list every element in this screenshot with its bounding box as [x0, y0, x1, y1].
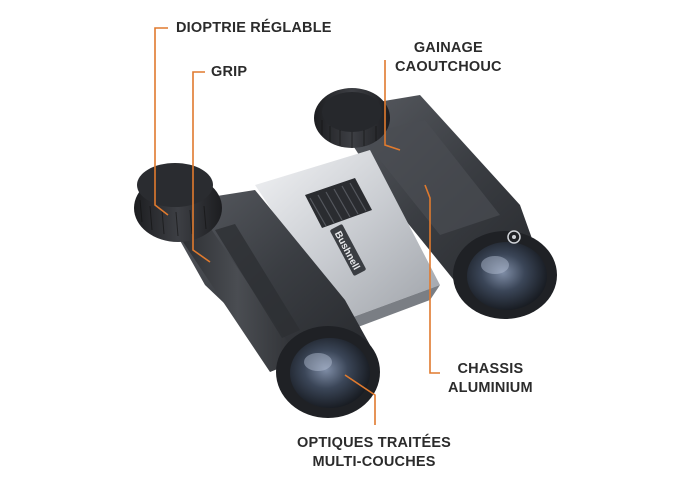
callout-leaders — [154, 27, 440, 425]
right-barrel — [314, 88, 557, 319]
callout-rubber-coating: GAINAGE CAOUTCHOUC — [395, 39, 502, 77]
leader-optics — [344, 374, 376, 425]
left-objective-lens — [290, 338, 370, 408]
leader-rubber — [384, 60, 401, 151]
callout-rubber-line1: GAINAGE — [413, 40, 483, 56]
right-objective-lens — [467, 242, 547, 310]
callout-optics-line1: OPTIQUES TRAITÉES — [297, 435, 452, 451]
callout-rubber-line2: CAOUTCHOUC — [395, 59, 502, 75]
callout-grip: GRIP — [211, 63, 247, 82]
eye-logo-icon — [507, 230, 521, 244]
leader-grip — [192, 71, 211, 263]
callout-chassis: CHASSIS ALUMINIUM — [448, 360, 533, 398]
callout-grip-text: GRIP — [211, 64, 248, 80]
callout-optics: OPTIQUES TRAITÉES MULTI-COUCHES — [297, 434, 451, 472]
focus-wheel — [305, 178, 372, 228]
aluminium-bridge: Bushnell — [255, 150, 440, 330]
callout-chassis-line1: CHASSIS — [457, 361, 524, 377]
left-barrel — [134, 163, 380, 418]
callout-diopter-text: DIOPTRIE RÉGLABLE — [176, 20, 332, 36]
leader-diopter — [154, 27, 169, 216]
callout-chassis-line2: ALUMINIUM — [448, 380, 533, 396]
callout-diopter: DIOPTRIE RÉGLABLE — [176, 19, 332, 38]
callout-optics-line2: MULTI-COUCHES — [312, 454, 436, 470]
leader-chassis — [424, 184, 440, 374]
